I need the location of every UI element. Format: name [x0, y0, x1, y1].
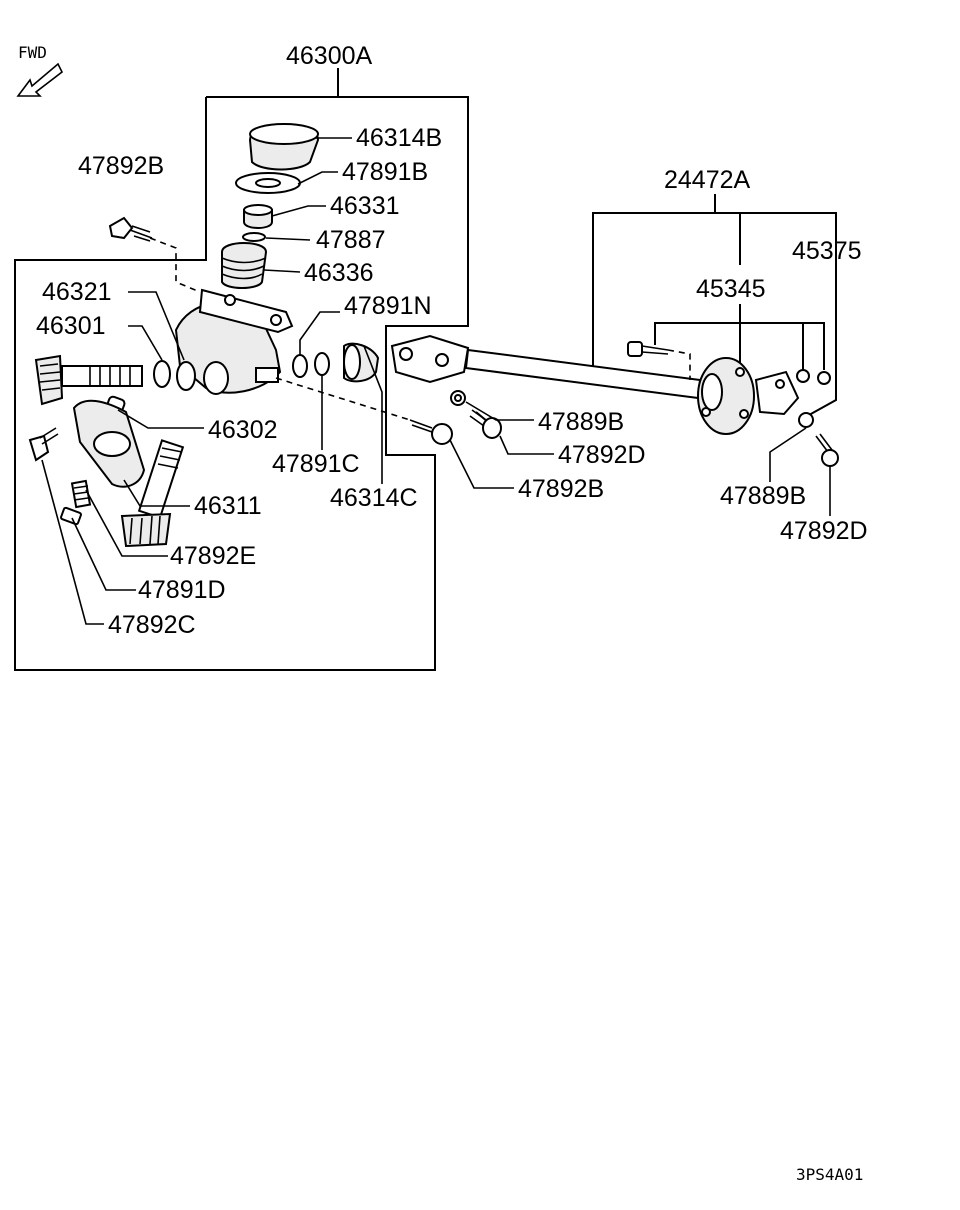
label-47892E: 47892E: [170, 542, 256, 570]
o-ring-47887: [242, 232, 266, 242]
spacer-47891N: [292, 354, 308, 378]
label-45375: 45375: [792, 237, 862, 265]
bracket-45345: [654, 304, 825, 370]
bolt-47892C: [28, 427, 59, 462]
label-47891N: 47891N: [344, 292, 432, 320]
fwd-arrow-icon: [16, 62, 64, 97]
washer-47891B: [235, 172, 301, 194]
label-45345: 45345: [696, 275, 766, 303]
callout-labels: 46300A 46314B 47891B 46331 47887 46336 4…: [36, 42, 868, 1184]
cover-46314C: [343, 342, 380, 383]
label-47892D-right: 47892D: [780, 517, 868, 545]
label-24472A: 24472A: [664, 166, 751, 194]
label-47892D-mid: 47892D: [558, 441, 646, 469]
label-47892C: 47892C: [108, 611, 196, 639]
fwd-label: FWD: [18, 43, 47, 62]
bolt-47892B-top: [108, 216, 153, 242]
coupling-nut-b: [817, 371, 831, 385]
label-47891D: 47891D: [138, 576, 226, 604]
bolt-47892B-mid: [409, 419, 453, 445]
nut-47889B-right: [798, 412, 814, 428]
seal-ring-46321: [153, 360, 196, 391]
boot-46336: [221, 242, 268, 289]
label-46314C: 46314C: [330, 484, 418, 512]
bolt-47892D-mid: [469, 409, 502, 439]
nut-47889B-mid: [450, 390, 466, 406]
label-47891C: 47891C: [272, 450, 360, 478]
pinion-shaft: [34, 354, 143, 406]
nut-47891D: [60, 506, 82, 526]
label-46336: 46336: [304, 259, 374, 287]
label-47887: 47887: [316, 226, 386, 254]
bracket-46300A: [14, 68, 469, 671]
coupling-bolt: [627, 341, 669, 357]
fwd-indicator: FWD: [16, 43, 64, 97]
label-46331: 46331: [330, 192, 400, 220]
coupling-nut-a: [796, 369, 810, 383]
label-47891B: 47891B: [342, 158, 428, 186]
gear-housing-46301: [174, 288, 294, 395]
label-46301: 46301: [36, 312, 106, 340]
spacer-47891C: [314, 352, 330, 376]
coupling-45345: [697, 357, 800, 435]
label-47889B-right: 47889B: [720, 482, 806, 510]
leader-lines: [41, 137, 831, 625]
label-46321: 46321: [42, 278, 112, 306]
label-46300A: 46300A: [286, 42, 373, 70]
bolt-47892D-right: [815, 433, 839, 467]
label-46314B: 46314B: [356, 124, 442, 152]
dust-cover-46314B: [248, 123, 320, 171]
label-47889B-mid: 47889B: [538, 408, 624, 436]
cover-plate: [72, 399, 146, 488]
steering-shaft-24472A: [390, 334, 702, 400]
bushing-46331: [243, 204, 273, 229]
figure-code: 3PS4A01: [796, 1165, 863, 1184]
bracket-24472A: [592, 194, 837, 421]
label-47892B-top: 47892B: [78, 152, 164, 180]
label-46302: 46302: [208, 416, 278, 444]
label-47892B-mid: 47892B: [518, 475, 604, 503]
sector-shaft-46311: [120, 439, 185, 548]
label-46311: 46311: [194, 492, 262, 520]
